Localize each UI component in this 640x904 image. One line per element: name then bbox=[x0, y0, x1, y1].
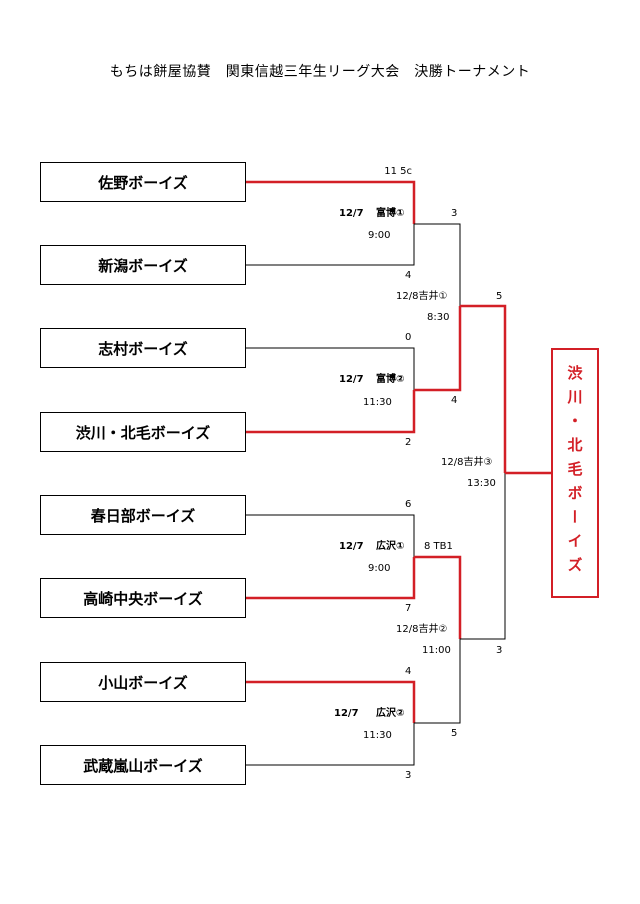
bracket-line-sf2-top bbox=[414, 555, 462, 639]
bracket-line-r1m2-top bbox=[246, 347, 415, 390]
page-title: もちは餅屋協賛 関東信越三年生リーグ大会 決勝トーナメント bbox=[109, 64, 531, 80]
team-box-oyama: 小山ボーイズ bbox=[40, 662, 246, 702]
bracket-line-r1m3-bottom bbox=[246, 557, 416, 600]
bracket-line-final-top bbox=[460, 304, 507, 473]
score-r1m1-top: 11 5c bbox=[384, 166, 412, 177]
team-box-takasaki-chuo: 高崎中央ボーイズ bbox=[40, 578, 246, 618]
score-final-top: 5 bbox=[496, 291, 503, 302]
match-date-r1m3: 12/7 bbox=[339, 541, 364, 552]
match-time-r1m4: 11:30 bbox=[363, 730, 392, 741]
team-box-niigata: 新潟ボーイズ bbox=[40, 245, 246, 285]
team-box-shimura: 志村ボーイズ bbox=[40, 328, 246, 368]
match-venue-final: 12/8吉井③ bbox=[441, 457, 493, 468]
match-time-r1m3: 9:00 bbox=[368, 563, 391, 574]
match-venue-r1m4: 広沢② bbox=[376, 708, 405, 719]
score-r1m4-bottom: 3 bbox=[405, 770, 412, 781]
match-date-r1m2: 12/7 bbox=[339, 374, 364, 385]
score-final-bottom: 3 bbox=[496, 645, 503, 656]
match-time-sf1: 8:30 bbox=[427, 312, 450, 323]
match-time-sf2: 11:00 bbox=[422, 645, 451, 656]
team-box-kasukabe: 春日部ボーイズ bbox=[40, 495, 246, 535]
bracket-line-sf1-bottom bbox=[414, 306, 462, 392]
bracket-line-r1m2-bottom bbox=[246, 390, 416, 434]
score-sf1-top: 3 bbox=[451, 208, 458, 219]
score-note-r1m3: 8 TB1 bbox=[424, 541, 453, 552]
match-date-r1m4: 12/7 bbox=[334, 708, 359, 719]
score-r1m4-top: 4 bbox=[405, 666, 412, 677]
match-venue-r1m2: 富博② bbox=[376, 374, 405, 385]
team-box-sano: 佐野ボーイズ bbox=[40, 162, 246, 202]
score-r1m3-top: 6 bbox=[405, 499, 412, 510]
bracket-line-sf1-top bbox=[414, 223, 461, 306]
match-venue-sf2: 12/8吉井② bbox=[396, 624, 448, 635]
team-box-shibukawa-hokumo: 渋川・北毛ボーイズ bbox=[40, 412, 246, 452]
match-date-r1m1: 12/7 bbox=[339, 208, 364, 219]
score-sf1-bottom: 4 bbox=[451, 395, 458, 406]
match-venue-sf1: 12/8吉井① bbox=[396, 291, 448, 302]
champion-name: 渋川・北毛ボーイズ bbox=[565, 365, 584, 581]
bracket-line-final-bottom bbox=[460, 473, 506, 640]
bracket-line-r1m4-top bbox=[246, 680, 416, 723]
champion-box: 渋川・北毛ボーイズ bbox=[551, 348, 599, 598]
match-venue-r1m3: 広沢① bbox=[376, 541, 405, 552]
score-r1m2-top: 0 bbox=[405, 332, 412, 343]
match-time-final: 13:30 bbox=[467, 478, 496, 489]
bracket-line-r1m1-top bbox=[246, 180, 416, 224]
score-r1m2-bottom: 2 bbox=[405, 437, 412, 448]
bracket-line-r1m4-bottom bbox=[246, 723, 415, 766]
match-time-r1m2: 11:30 bbox=[363, 397, 392, 408]
match-time-r1m1: 9:00 bbox=[368, 230, 391, 241]
score-r1m1-bottom: 4 bbox=[405, 270, 412, 281]
bracket-line-sf2-bottom bbox=[414, 639, 461, 724]
bracket-line-r1m3-top bbox=[246, 514, 415, 557]
score-r1m3-bottom: 7 bbox=[405, 603, 412, 614]
team-box-musashi-ranzan: 武蔵嵐山ボーイズ bbox=[40, 745, 246, 785]
bracket-line-r1m1-bottom bbox=[246, 224, 415, 266]
match-venue-r1m1: 富博① bbox=[376, 208, 405, 219]
score-sf2-bottom: 5 bbox=[451, 728, 458, 739]
